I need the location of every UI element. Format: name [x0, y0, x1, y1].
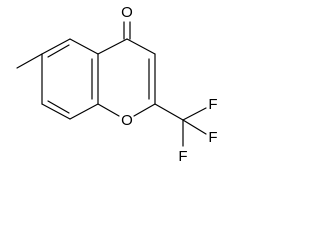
- atom-fluorine-bottom: F: [178, 148, 187, 165]
- bond-c4-c3: [126, 38, 156, 55]
- bond-c4a-c4: [97, 38, 128, 55]
- bond-benzene-a: [41, 38, 71, 55]
- chemical-structure-diagram: O O F F F: [16, 4, 218, 165]
- bond-cf3-f-top: [182, 107, 207, 121]
- atom-fluorine-top: F: [208, 96, 217, 113]
- bond-o1-c8a: [97, 103, 120, 117]
- atom-ring-oxygen: O: [121, 112, 133, 129]
- atom-carbonyl-oxygen: O: [121, 4, 133, 21]
- bond-methyl: [16, 53, 43, 69]
- atom-fluorine-right: F: [208, 129, 217, 146]
- bond-c2-o1: [133, 103, 156, 117]
- bond-benzene-a-inner: [47, 44, 70, 58]
- bond-benzene-b: [69, 38, 99, 55]
- bond-c2-cf3: [154, 103, 184, 121]
- bond-cf3-f-right: [182, 119, 207, 135]
- bond-benzene-d: [69, 103, 99, 120]
- bond-benzene-e-inner: [47, 100, 70, 114]
- bond-benzene-e: [41, 103, 71, 120]
